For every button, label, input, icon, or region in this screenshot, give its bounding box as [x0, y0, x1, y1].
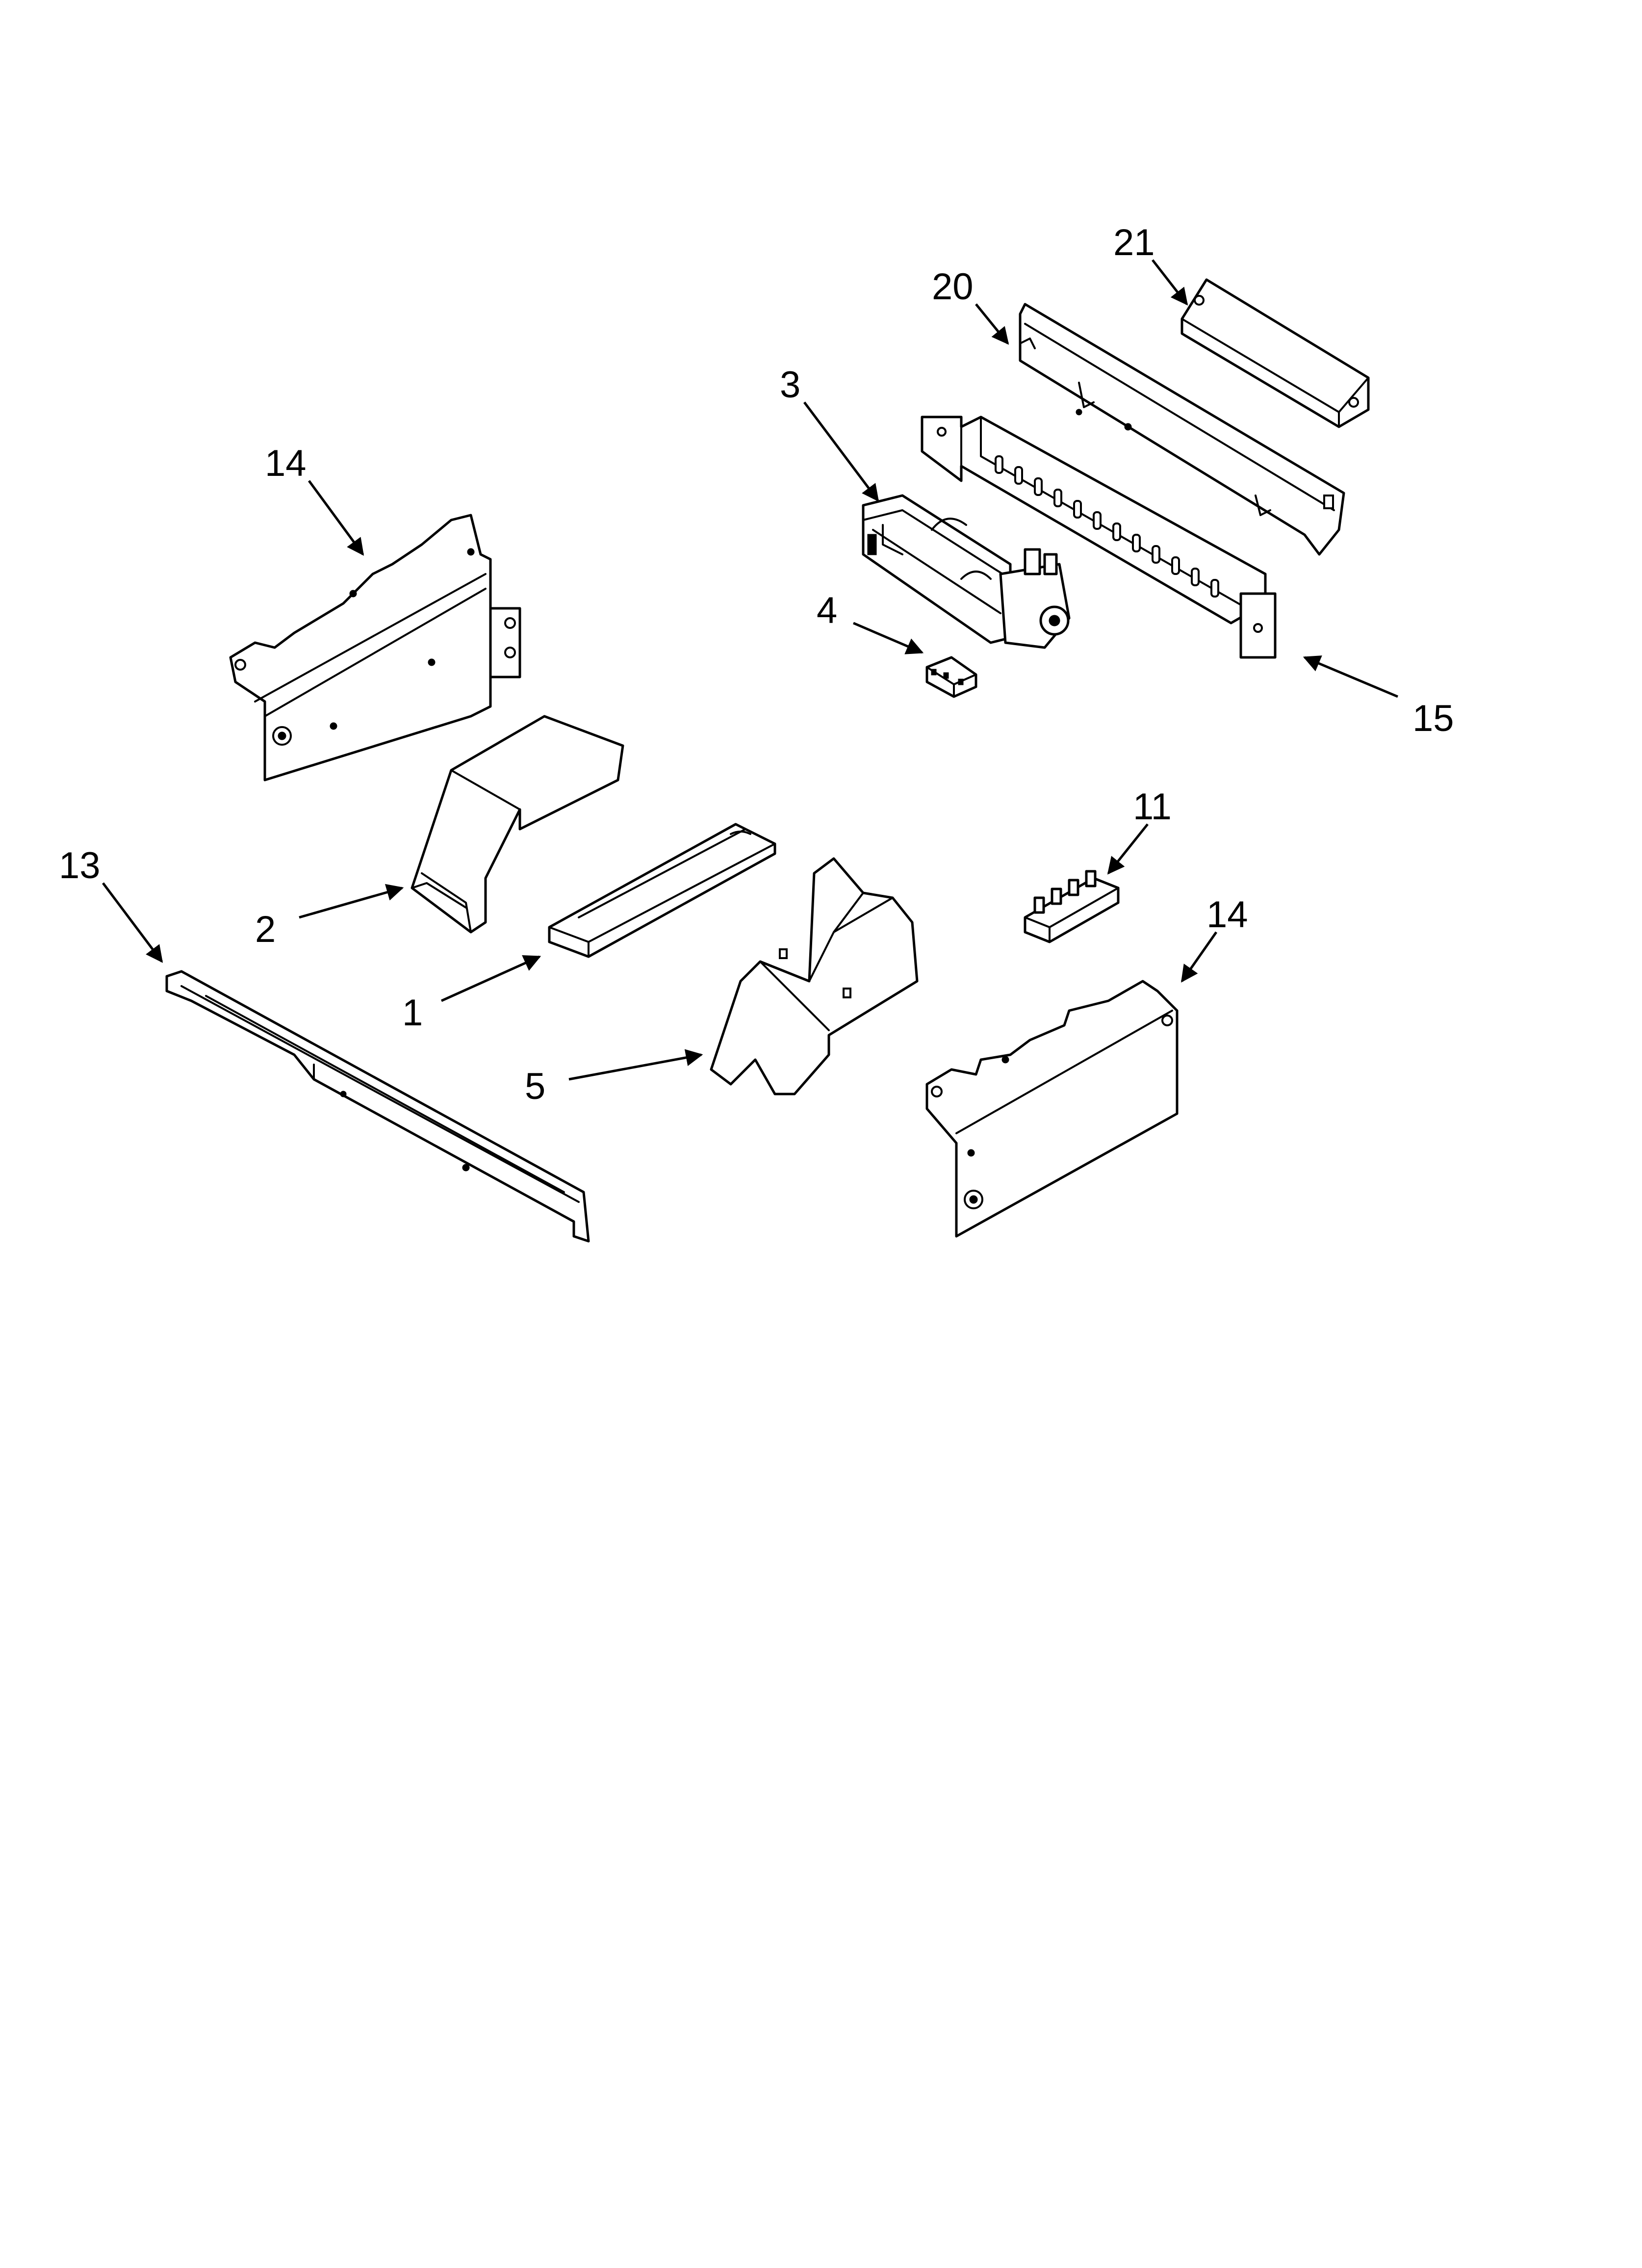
part-15-channel [921, 416, 1277, 659]
leader-20 [975, 303, 1009, 345]
perforations [995, 455, 1219, 598]
part-14-bracket-lower [925, 980, 1179, 1238]
callout-21: 21 [1113, 222, 1155, 263]
callout-20: 20 [932, 266, 974, 308]
callout-11: 11 [1133, 786, 1172, 828]
leader-lines [102, 259, 1398, 1081]
callout-15: 15 [1412, 698, 1454, 739]
part-14-bracket-upper [229, 514, 521, 782]
part-5-tray [710, 857, 919, 1095]
leader-4 [853, 622, 924, 654]
callout-14-upper: 14 [265, 443, 307, 484]
callout-2: 2 [255, 909, 276, 950]
callout-13: 13 [59, 845, 101, 886]
part-4-connector [925, 656, 977, 698]
callout-4: 4 [817, 590, 837, 631]
callout-14-lower: 14 [1206, 894, 1248, 936]
callout-5: 5 [525, 1066, 545, 1107]
leader-3 [803, 401, 879, 502]
leader-14b [1180, 931, 1218, 983]
part-1-strip [548, 823, 776, 958]
part-11-terminal-block [1024, 870, 1120, 943]
callout-3: 3 [780, 364, 800, 406]
leader-14a [308, 480, 364, 556]
callout-1: 1 [402, 992, 423, 1034]
callout-labels: 21 20 3 14 4 15 13 2 11 14 1 5 [59, 222, 1454, 1107]
part-21-bracket [1180, 278, 1370, 428]
leader-13 [102, 882, 163, 963]
part-3-motor-assembly [862, 494, 1071, 649]
part-2-duct [410, 715, 624, 934]
leader-21 [1152, 259, 1188, 306]
leader-15 [1303, 655, 1398, 698]
leader-2 [299, 884, 404, 919]
leader-11 [1107, 823, 1149, 875]
part-13-rail [165, 970, 590, 1243]
leader-5 [568, 1049, 703, 1081]
part-20-panel [1019, 303, 1345, 556]
leader-1 [440, 955, 541, 1002]
